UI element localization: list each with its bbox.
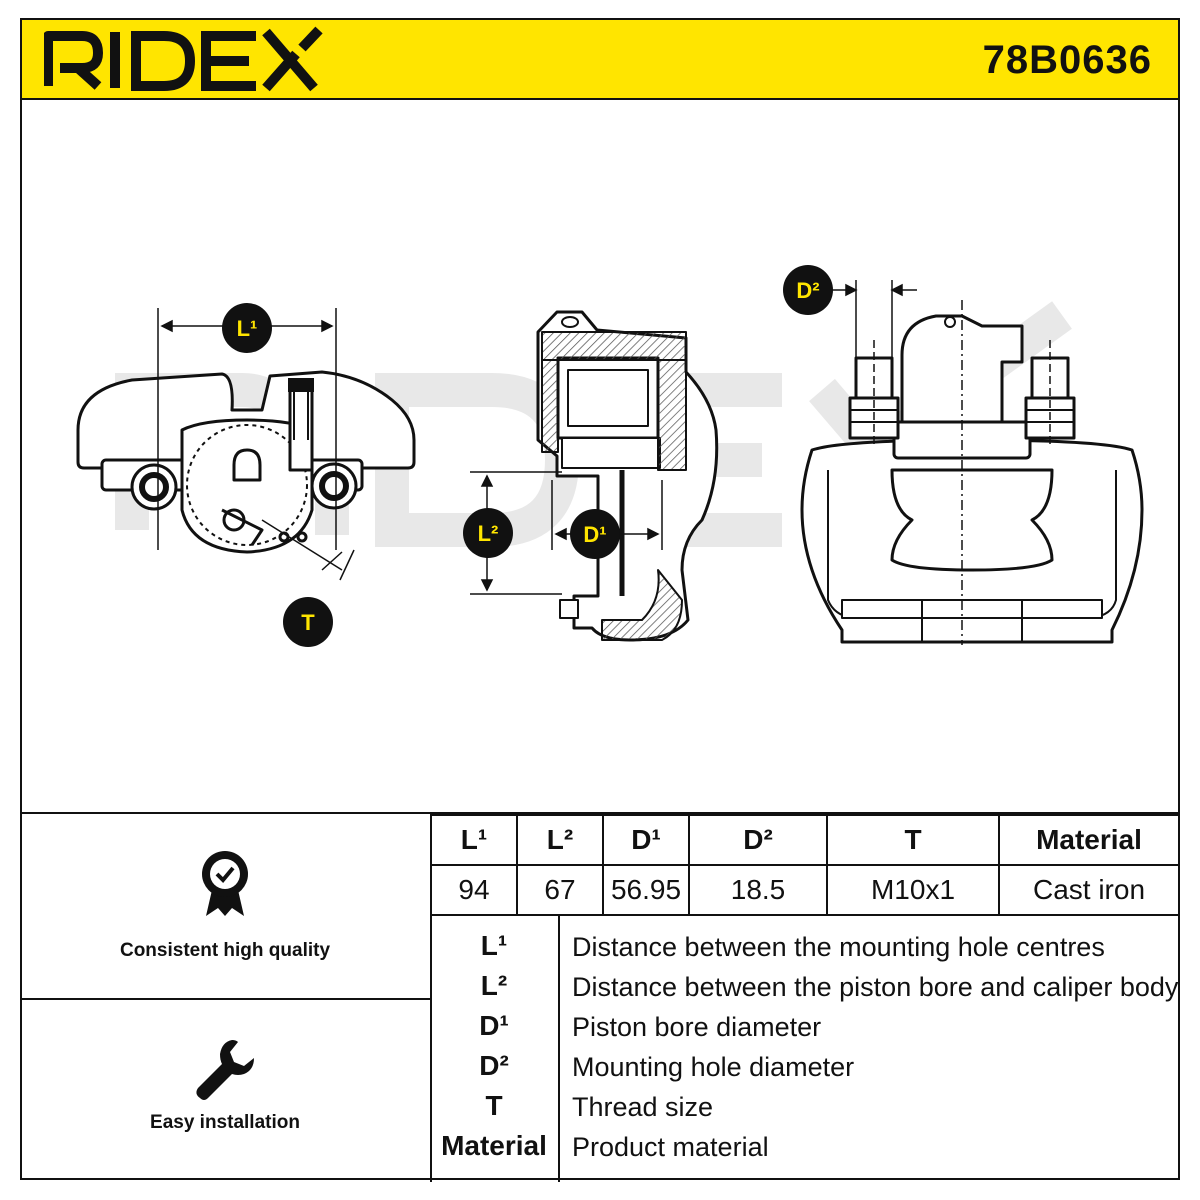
- legend-desc-t: Thread size: [572, 1092, 714, 1122]
- legend-desc-d2: Mounting hole diameter: [572, 1052, 855, 1082]
- legend-desc-material: Product material: [572, 1132, 769, 1162]
- callout-t-label: T: [301, 610, 315, 635]
- legend-desc-l2: Distance between the piston bore and cal…: [572, 972, 1179, 1002]
- callout-l2-label: L²: [478, 521, 499, 546]
- legend-desc-l1: Distance between the mounting hole centr…: [572, 932, 1105, 962]
- spec-value-l2: 67: [516, 864, 604, 916]
- callout-t: [283, 597, 333, 647]
- callout-l1: [222, 303, 272, 353]
- caliper-side-view: [76, 370, 416, 554]
- callout-l2: [463, 508, 513, 558]
- legend-key-d1: D¹: [479, 1010, 509, 1041]
- spec-header-d1: D¹: [602, 814, 690, 866]
- legend-key-l2: L²: [480, 970, 508, 1001]
- spec-table: L¹ L² D¹ D² T Material 94 67 56.95 18.5 …: [430, 814, 1180, 916]
- callout-d2-label: D²: [796, 278, 819, 303]
- legend-desc-d1: Piston bore diameter: [572, 1012, 822, 1042]
- feature-quality: Consistent high quality: [20, 814, 432, 1000]
- header-bar: 78B0636: [20, 18, 1180, 100]
- dimension-lines-left: [157, 308, 355, 581]
- dimension-lines-right: [832, 280, 917, 362]
- wrench-icon: [192, 1036, 258, 1107]
- part-number: 78B0636: [982, 38, 1152, 82]
- spec-header-l2: L²: [516, 814, 604, 866]
- info-section: Consistent high quality Easy installatio…: [20, 812, 1180, 1182]
- callout-d1: [570, 509, 620, 559]
- spec-value-d1: 56.95: [602, 864, 690, 916]
- brand-logo: [43, 26, 324, 97]
- spec-value-t: M10x1: [826, 864, 1000, 916]
- spec-value-l1: 94: [430, 864, 518, 916]
- technical-drawing: L¹ T L² D¹ D²: [22, 100, 1178, 812]
- spec-value-row: 94 67 56.95 18.5 M10x1 Cast iron: [430, 864, 1180, 916]
- callout-l1-label: L¹: [237, 316, 258, 341]
- legend-key-d2: D²: [479, 1050, 509, 1081]
- spec-header-t: T: [826, 814, 1000, 866]
- spec-header-row: L¹ L² D¹ D² T Material: [430, 814, 1180, 866]
- legend-key-t: T: [485, 1090, 503, 1121]
- feature-installation: Easy installation: [20, 1000, 432, 1182]
- spec-value-material: Cast iron: [998, 864, 1180, 916]
- spec-header-material: Material: [998, 814, 1180, 866]
- spec-header-d2: D²: [688, 814, 828, 866]
- feature-installation-label: Easy installation: [150, 1112, 300, 1133]
- legend: L¹ Distance between the mounting hole ce…: [430, 914, 1180, 1182]
- quality-badge-icon: [200, 850, 250, 923]
- legend-key-l1: L¹: [480, 930, 508, 961]
- caliper-section-view: [536, 310, 719, 642]
- callout-d2: [783, 265, 833, 315]
- callout-d1-label: D¹: [583, 522, 606, 547]
- spec-header-l1: L¹: [430, 814, 518, 866]
- caliper-front-view: [800, 300, 1144, 645]
- spec-value-d2: 18.5: [688, 864, 828, 916]
- feature-quality-label: Consistent high quality: [119, 940, 331, 961]
- legend-divider: [558, 914, 560, 1182]
- legend-key-material: Material: [441, 1130, 547, 1161]
